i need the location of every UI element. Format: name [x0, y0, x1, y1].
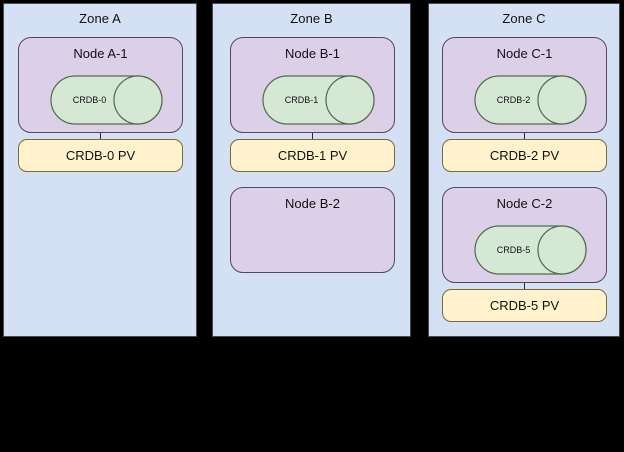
- pod-crdb-0: CRDB-0: [50, 75, 163, 125]
- pv-crdb-2: CRDB-2 PV: [442, 139, 607, 172]
- node-c-1: Node C-1 CRDB-2: [442, 37, 607, 133]
- zone-container-b: Zone B Node B-1 CRDB-1 CRDB-1 PV Node B-…: [212, 3, 411, 337]
- connector-a-1: [100, 133, 101, 143]
- pv-crdb-0: CRDB-0 PV: [18, 139, 183, 172]
- pv-crdb-5: CRDB-5 PV: [442, 289, 607, 322]
- node-title-c-1: Node C-1: [496, 46, 553, 61]
- pv-label-crdb-0: CRDB-0 PV: [65, 148, 136, 163]
- cylinder-shape: [474, 75, 587, 125]
- zone-container-c: Zone C Node C-1 CRDB-2 CRDB-2 PV Node C-…: [428, 3, 620, 337]
- pod-label-crdb-5: CRDB-5: [496, 244, 531, 255]
- pod-crdb-5: CRDB-5: [474, 225, 587, 275]
- node-title-b-1: Node B-1: [285, 46, 340, 61]
- node-c-2: Node C-2 CRDB-5: [442, 187, 607, 283]
- cylinder-shape: [50, 75, 163, 125]
- pod-crdb-1: CRDB-1: [262, 75, 375, 125]
- connector-b-1: [312, 133, 313, 143]
- pv-label-crdb-5: CRDB-5 PV: [489, 298, 560, 313]
- zone-container-a: Zone A Node A-1 CRDB-0 CRDB-0 PV: [3, 3, 197, 337]
- node-title-c-2: Node C-2: [496, 196, 553, 211]
- pv-label-crdb-1: CRDB-1 PV: [277, 148, 348, 163]
- pod-label-crdb-1: CRDB-1: [284, 94, 319, 105]
- pod-crdb-2: CRDB-2: [474, 75, 587, 125]
- node-a-1: Node A-1 CRDB-0: [18, 37, 183, 133]
- pv-label-crdb-2: CRDB-2 PV: [489, 148, 560, 163]
- zone-title-c: Zone C: [502, 11, 546, 26]
- node-b-2: Node B-2: [230, 187, 395, 273]
- node-title-b-2: Node B-2: [285, 196, 340, 211]
- zone-title-a: Zone A: [79, 11, 121, 26]
- node-title-a-1: Node A-1: [73, 46, 128, 61]
- cylinder-shape: [474, 225, 587, 275]
- zone-title-b: Zone B: [290, 11, 333, 26]
- connector-c-1: [524, 133, 525, 143]
- cylinder-shape: [262, 75, 375, 125]
- pod-label-crdb-2: CRDB-2: [496, 94, 531, 105]
- node-b-1: Node B-1 CRDB-1: [230, 37, 395, 133]
- connector-c-2: [524, 283, 525, 293]
- pv-crdb-1: CRDB-1 PV: [230, 139, 395, 172]
- pod-label-crdb-0: CRDB-0: [72, 94, 107, 105]
